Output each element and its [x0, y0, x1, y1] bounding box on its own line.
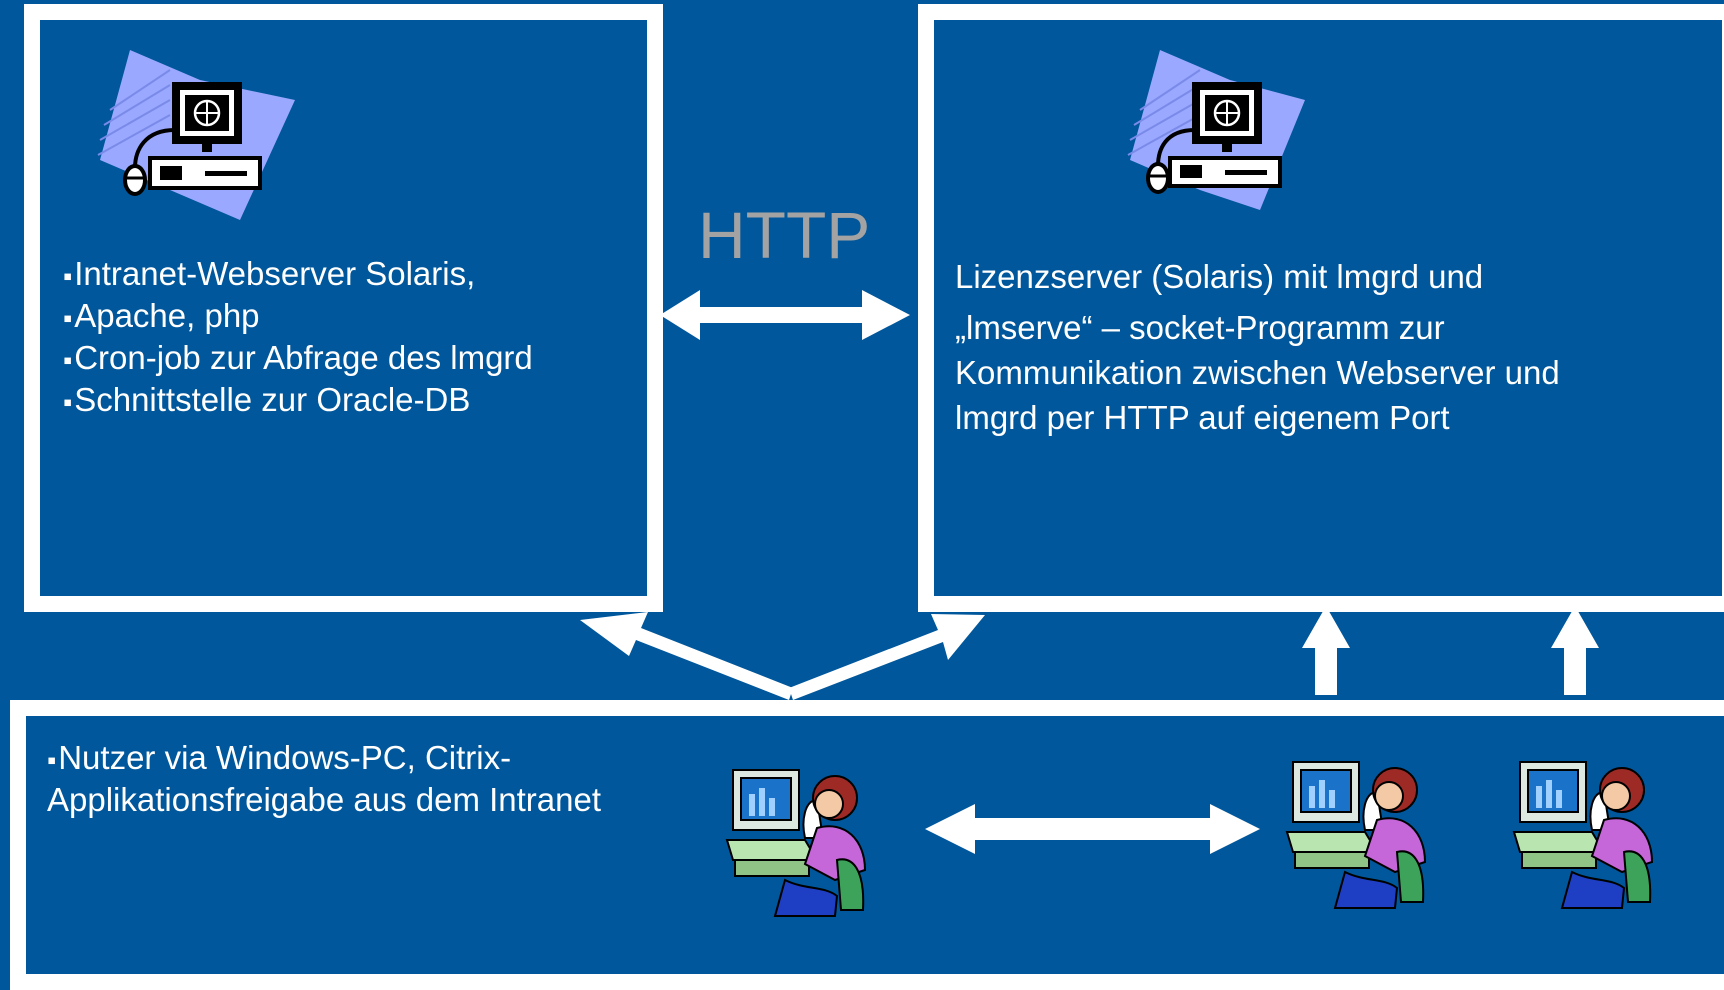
- webserver-bullet: Apache, php: [63, 296, 583, 338]
- license-server-details: „lmserve“ – socket-Programm zur Kommunik…: [955, 309, 1560, 436]
- users-bullet-list: Nutzer via Windows-PC, Citrix-Applikatio…: [47, 738, 607, 819]
- users-to-license-arrow: [789, 614, 985, 700]
- user-at-pc-icon: [1512, 761, 1654, 909]
- webserver-bullet: Cron-job zur Abfrage des lmgrd: [63, 338, 583, 380]
- server-computer-icon: [1127, 50, 1305, 210]
- users-bullet: Nutzer via Windows-PC, Citrix-Applikatio…: [47, 738, 607, 819]
- license-server-title: Lizenzserver (Solaris) mit lmgrd und: [955, 258, 1484, 295]
- webserver-bullet-list: Intranet-Webserver Solaris, Apache, php …: [63, 254, 583, 422]
- license-server-description: Lizenzserver (Solaris) mit lmgrd und „lm…: [955, 254, 1575, 440]
- server-computer-icon: [97, 50, 295, 220]
- user-to-license-up-arrow: [1551, 606, 1599, 695]
- user-at-pc-icon: [1285, 761, 1427, 909]
- user-to-license-up-arrow: [1302, 606, 1350, 695]
- users-box: [10, 700, 1724, 990]
- webserver-bullet: Intranet-Webserver Solaris,: [63, 254, 583, 296]
- webserver-bullet: Schnittstelle zur Oracle-DB: [63, 380, 583, 422]
- users-to-webserver-arrow: [580, 612, 793, 700]
- user-at-pc-icon: [725, 769, 867, 917]
- license-server-box: [918, 4, 1724, 612]
- http-double-arrow: [660, 290, 910, 340]
- users-bullet-text: Nutzer via Windows-PC, Citrix-Applikatio…: [47, 739, 602, 818]
- http-label: HTTP: [698, 198, 871, 272]
- bullet-marker: [47, 739, 58, 776]
